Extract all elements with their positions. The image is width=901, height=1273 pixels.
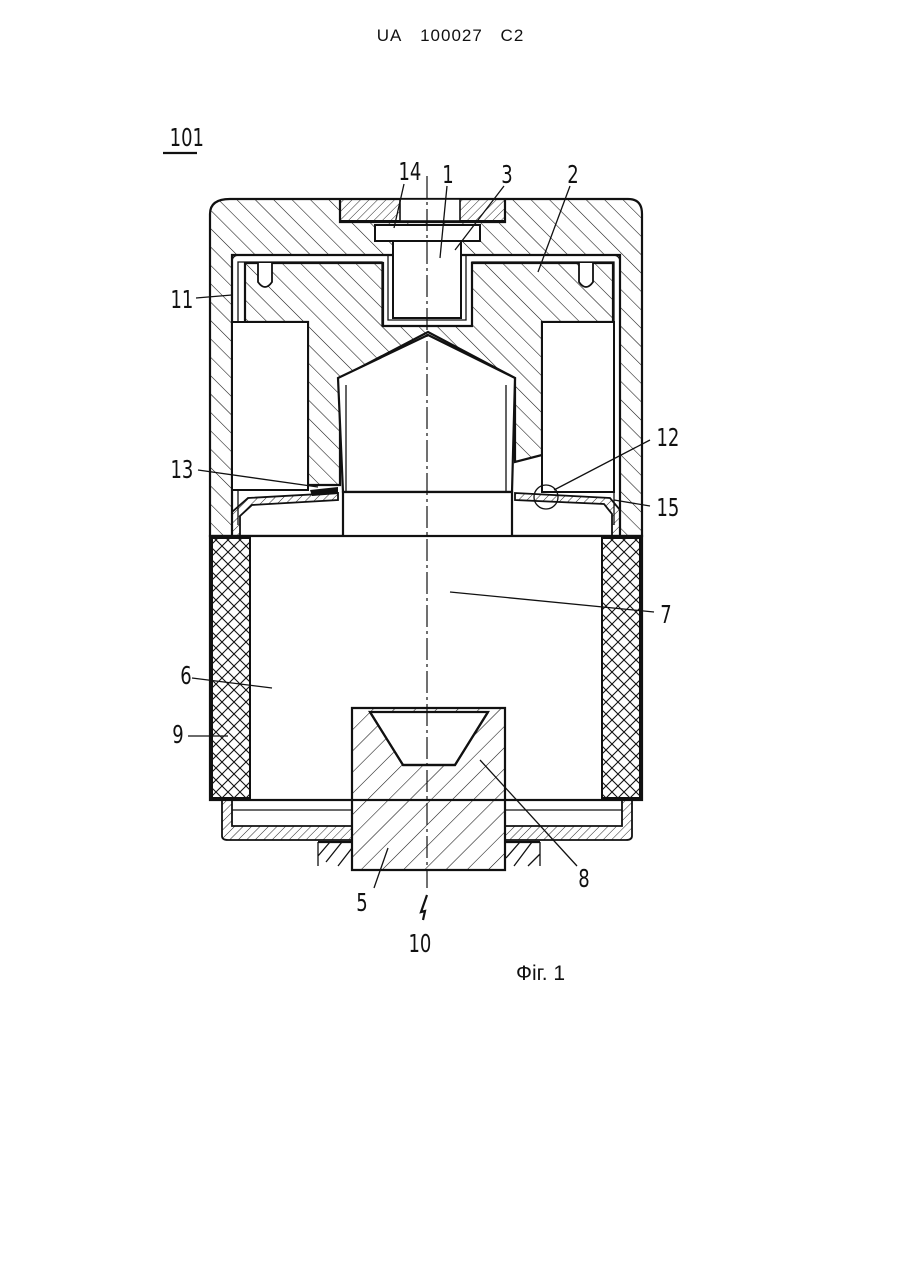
label-8: 8	[578, 865, 589, 894]
label-3: 3	[501, 161, 512, 190]
axis-arrow	[421, 895, 427, 920]
label-1: 1	[442, 161, 453, 190]
bottom-cup-left	[222, 800, 352, 840]
label-10: 10	[408, 930, 431, 959]
core-slot-right	[579, 263, 593, 287]
assembly-label-text: 101	[170, 124, 204, 153]
label-2: 2	[567, 161, 578, 190]
bottom-cup-right	[505, 800, 632, 840]
label-14: 14	[398, 158, 421, 187]
spring-plate-left	[232, 493, 338, 536]
figure-caption: Фіг. 1	[516, 962, 565, 985]
label-5: 5	[356, 889, 367, 918]
label-12: 12	[656, 424, 679, 453]
assembly-label: 101	[163, 124, 204, 153]
label-7: 7	[660, 601, 671, 630]
winding-9-left	[212, 538, 250, 798]
core-slot-left	[258, 263, 272, 287]
label-9: 9	[172, 721, 183, 750]
coil-cavity-right	[542, 322, 614, 492]
label-6: 6	[180, 662, 191, 691]
coil-cavity-left	[232, 322, 308, 490]
label-11: 11	[170, 286, 193, 315]
label-13: 13	[170, 456, 193, 485]
spring-plate-right	[515, 493, 620, 536]
bushing-bore	[400, 199, 460, 221]
lower-housing-6	[210, 536, 642, 800]
label-15: 15	[656, 494, 679, 523]
winding-9-right	[602, 538, 640, 798]
